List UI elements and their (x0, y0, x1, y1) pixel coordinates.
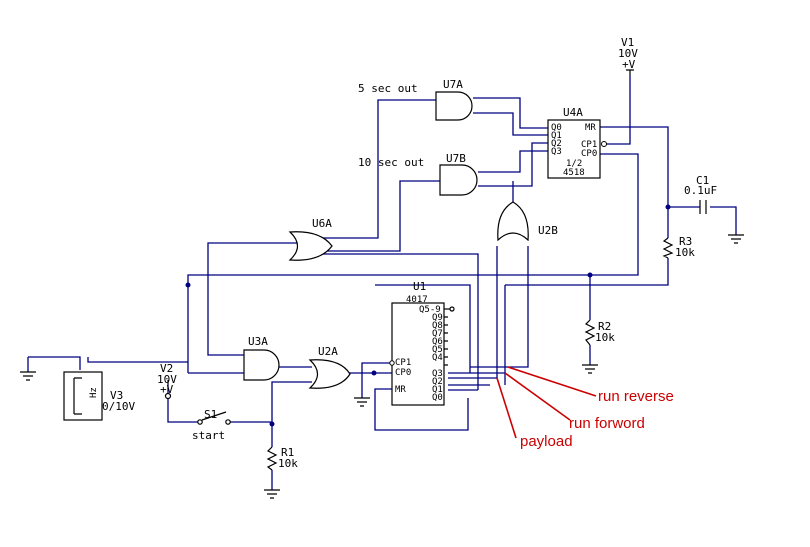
switch-s1 (197, 411, 231, 425)
label-r2-value: 10k (595, 331, 615, 344)
resistor-r3 (662, 237, 674, 259)
u4a-pin-q2: Q2 (551, 139, 562, 149)
u1-pin-mr: MR (395, 385, 406, 395)
gate-u7a (435, 91, 473, 121)
chip-u4a (547, 119, 607, 179)
label-r1: R1 (281, 446, 294, 459)
junction-dot-r1 (269, 421, 275, 427)
label-v1-plus: +V (622, 58, 636, 71)
gate-u7b (439, 164, 478, 196)
u4a-half: 1/2 (566, 159, 582, 169)
v2-supply-symbol (164, 380, 172, 400)
label-r3: R3 (679, 235, 692, 248)
label-u3a: U3A (248, 335, 268, 348)
ground-r2 (582, 364, 598, 374)
annotation-lines (496, 366, 597, 439)
gate-u2a (308, 359, 351, 389)
wires (27, 75, 737, 490)
label-u7a: U7A (443, 78, 463, 91)
u4a-pin-q0: Q0 (551, 123, 562, 133)
u1-pin-q6: Q6 (432, 337, 443, 347)
label-v2: V2 (160, 362, 173, 375)
junction-dot-left (185, 282, 191, 288)
u1-pin-q1: Q1 (432, 385, 443, 395)
label-v2-value: 10V (157, 373, 177, 386)
u4a-pin-q1: Q1 (551, 131, 562, 141)
label-u2b: U2B (538, 224, 558, 237)
label-v3-value: 0/10V (102, 400, 135, 413)
label-u2a: U2A (318, 345, 338, 358)
ground-r1 (264, 489, 280, 499)
u1-pin-q0: Q0 (432, 393, 443, 403)
annotation-run-forward: run forword (569, 415, 645, 432)
u1-pin-q8: Q8 (432, 321, 443, 331)
annotation-run-reverse: run reverse (598, 388, 674, 405)
u4a-pin-q3: Q3 (551, 147, 562, 157)
label-c1: C1 (696, 174, 709, 187)
u1-pin-q9: Q9 (432, 313, 443, 323)
label-s1: S1 (204, 408, 217, 421)
u1-pin-q7: Q7 (432, 329, 443, 339)
gate-u2b (497, 201, 529, 242)
ground-v3 (20, 371, 36, 381)
label-r2: R2 (598, 320, 611, 333)
annotation-payload: payload (520, 433, 573, 450)
resistor-r2 (584, 319, 596, 346)
u4a-part: 4518 (563, 168, 585, 178)
junction-dot-u2a (371, 370, 377, 376)
u1-output-pins (444, 306, 455, 366)
label-u1: U1 (413, 280, 426, 293)
u4a-pin-cp1: CP1 (581, 140, 597, 150)
label-v3: V3 (110, 389, 123, 402)
junction-dot-c1 (665, 204, 671, 210)
u1-pin-cp0: CP0 (395, 368, 411, 378)
label-v3-hz: Hz (89, 387, 99, 398)
ground-u1 (354, 397, 370, 407)
label-start: start (192, 429, 225, 442)
u1-pin-cp1: CP1 (395, 358, 411, 368)
label-c1-value: 0.1uF (684, 184, 717, 197)
v1-supply-symbol (626, 69, 634, 75)
label-v1-value: 10V (618, 47, 638, 60)
generator-v3 (63, 371, 103, 421)
label-u4a: U4A (563, 106, 583, 119)
u4a-pin-mr: MR (585, 123, 596, 133)
u1-pin-q5: Q5 (432, 345, 443, 355)
label-5-sec-out: 5 sec out (358, 82, 418, 95)
label-10-sec-out: 10 sec out (358, 156, 424, 169)
junction-dot-rail (587, 272, 593, 278)
resistor-r1 (266, 446, 278, 471)
label-r1-value: 10k (278, 457, 298, 470)
label-r3-value: 10k (675, 246, 695, 259)
u1-pin-q3: Q3 (432, 369, 443, 379)
u1-pin-q4: Q4 (432, 353, 443, 363)
u1-part: 4017 (406, 295, 428, 305)
chip-u1 (389, 302, 445, 406)
ground-c1 (728, 234, 744, 244)
gate-u3a (243, 349, 280, 381)
label-v2-plus: +V (160, 383, 174, 396)
capacitor-c1 (699, 200, 707, 214)
u1-pin-q2: Q2 (432, 377, 443, 387)
label-v1: V1 (621, 36, 634, 49)
u1-pin-q5-9: Q5-9 (419, 305, 441, 315)
gate-u6a (288, 231, 333, 261)
label-u6a: U6A (312, 217, 332, 230)
label-u7b: U7B (446, 152, 466, 165)
ground-symbols (20, 234, 744, 499)
u4a-pin-cp0: CP0 (581, 149, 597, 159)
